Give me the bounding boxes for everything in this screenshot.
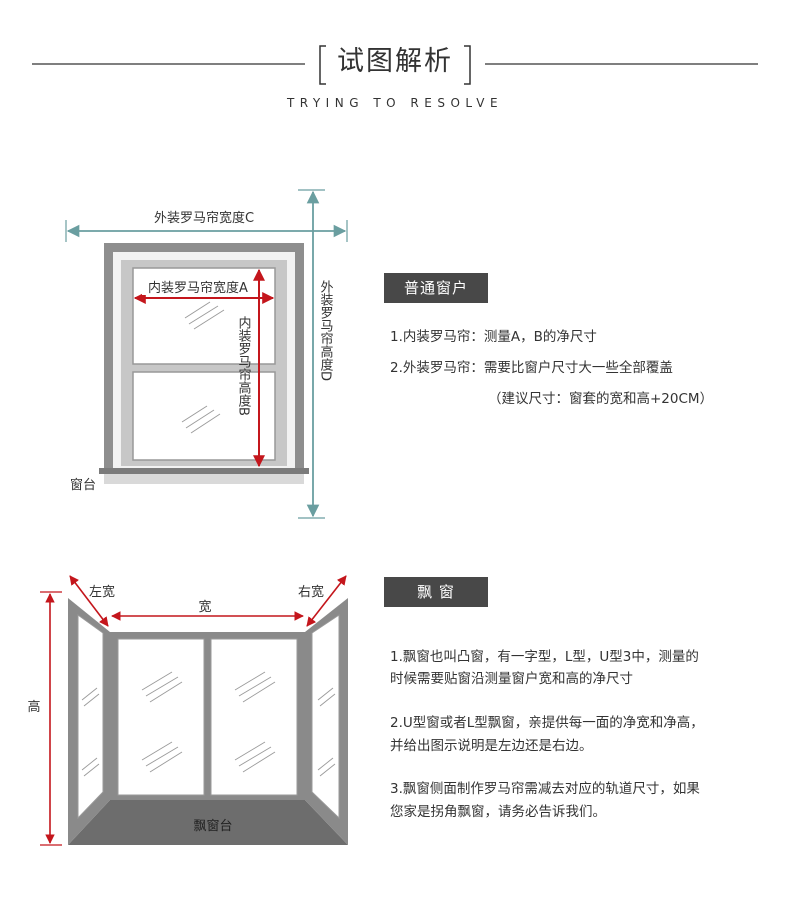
bay-note-1-line-2: 时候需要贴窗沿测量窗户宽和高的净尺寸 xyxy=(390,671,633,687)
bay-note-1-line-1: 1.飘窗也叫凸窗，有一字型，L型，U型3中，测量的 xyxy=(390,649,699,665)
outer-height-label: 外装罗马帘高度D xyxy=(318,280,334,381)
bay-left-width-label: 左宽 xyxy=(89,584,115,600)
window-sill xyxy=(99,468,309,484)
bay-sill-platform xyxy=(68,800,348,845)
outer-width-label: 外装罗马帘宽度C xyxy=(154,210,254,226)
window-casing xyxy=(104,243,304,473)
bay-right-width-label: 右宽 xyxy=(298,584,324,600)
bay-left-panel xyxy=(68,598,110,845)
inner-height-label: 内装罗马帘高度B xyxy=(236,315,252,415)
bay-height-arrow xyxy=(40,591,62,846)
page-title: 试图解析 xyxy=(337,46,453,77)
page-subtitle: TRYING TO RESOLVE xyxy=(286,96,504,110)
bay-right-width-arrow xyxy=(306,575,347,627)
standard-window-note-2: 2.外装罗马帘：需要比窗户尺寸大一些全部覆盖 xyxy=(390,360,673,376)
inner-width-label: 内装罗马帘宽度A xyxy=(148,280,248,296)
bay-center-panel xyxy=(110,632,305,800)
standard-window-note-3: （建议尺寸：窗套的宽和高+20CM） xyxy=(488,391,714,407)
section-tag-standard-window: 普通窗户 xyxy=(384,273,488,303)
bay-height-label: 高 xyxy=(27,699,40,715)
outer-width-arrow xyxy=(65,220,348,242)
standard-window-note-1: 1.内装罗马帘：测量A，B的净尺寸 xyxy=(390,329,597,345)
header-decoration xyxy=(32,45,758,85)
bay-note-2-line-2: 并给出图示说明是左边还是右边。 xyxy=(390,738,593,754)
bay-window-diagram: 左宽 宽 右宽 高 飘窗台 xyxy=(27,575,348,846)
outer-height-arrow xyxy=(298,189,325,519)
bay-note-2-line-1: 2.U型窗或者L型飘窗，亲提供每一面的净宽和净高， xyxy=(390,715,704,731)
bay-left-width-arrow xyxy=(69,575,109,627)
standard-window-diagram: 外装罗马帘宽度C 外装罗马帘高度D 内装罗马帘宽度A 内装罗马帘高度B 窗台 xyxy=(65,189,348,519)
bay-note-3-line-1: 3.飘窗侧面制作罗马帘需减去对应的轨道尺寸，如果 xyxy=(390,781,700,797)
section-tag-bay-window: 飘 窗 xyxy=(384,577,488,607)
bay-width-label: 宽 xyxy=(198,599,211,615)
bay-right-panel xyxy=(305,598,348,845)
bay-sill-label: 飘窗台 xyxy=(193,818,232,834)
sill-label: 窗台 xyxy=(70,477,96,493)
bay-note-3-line-2: 您家是拐角飘窗，请务必告诉我们。 xyxy=(390,804,606,820)
